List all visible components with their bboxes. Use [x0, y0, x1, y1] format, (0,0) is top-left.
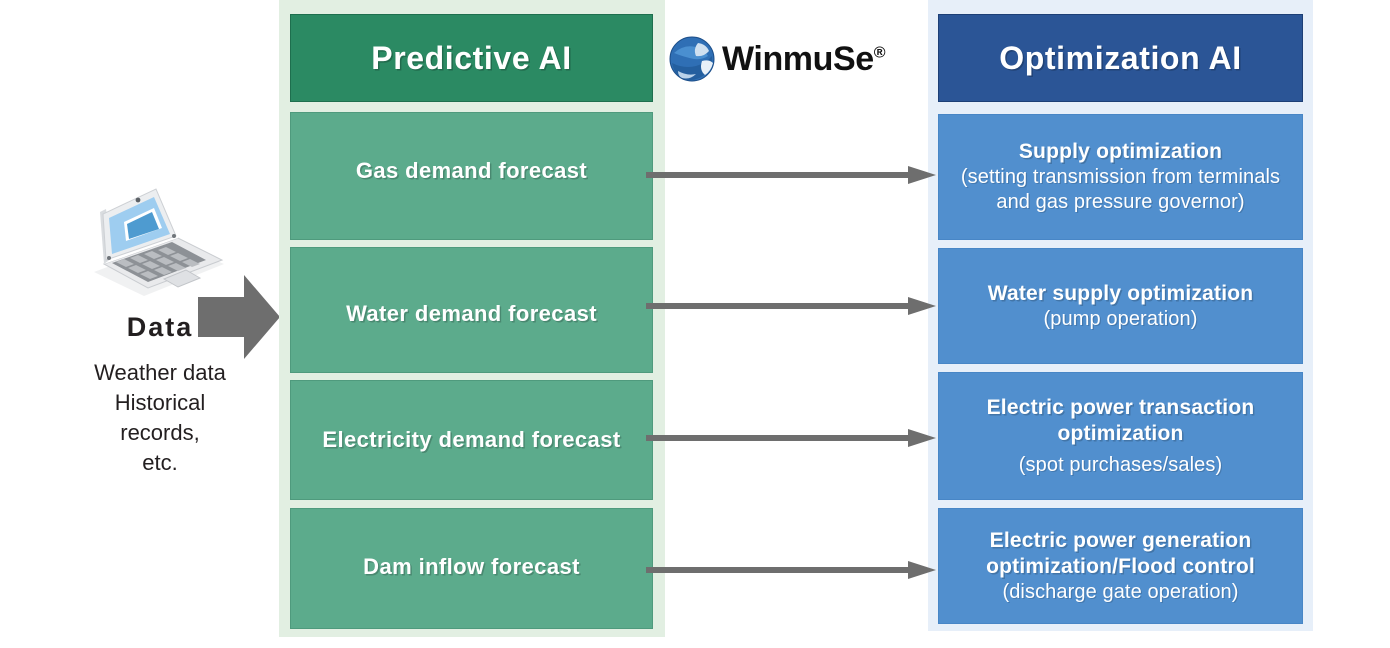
- optimization-box-supply-title: Supply optimization: [1018, 140, 1223, 163]
- optimization-box-power-transaction[interactable]: Electric power transaction optimization …: [938, 372, 1303, 500]
- optimization-box-power-transaction-title: Electric power transaction optimization: [986, 395, 1255, 445]
- winmuse-name: WinmuSe: [722, 39, 874, 78]
- arrow-water-to-watersupply: [646, 297, 936, 315]
- forecast-box-dam-label: Dam inflow forecast: [363, 554, 580, 579]
- optimization-box-water-supply-title: Water supply optimization: [987, 281, 1254, 305]
- forecast-box-gas-label: Gas demand forecast: [355, 158, 588, 183]
- optimization-box-water-supply-sub: (pump operation): [1043, 307, 1198, 330]
- optimization-box-power-transaction-sub: (spot purchases/sales): [1018, 453, 1223, 476]
- data-label: Data: [126, 312, 194, 342]
- arrow-electricity-to-transaction: [646, 429, 936, 447]
- arrow-gas-to-supply: [646, 166, 936, 184]
- laptop-icon: [94, 186, 224, 296]
- globe-icon: [669, 36, 715, 82]
- forecast-box-dam[interactable]: Dam inflow forecast: [290, 508, 653, 629]
- big-right-arrow-icon: [198, 275, 280, 359]
- forecast-box-gas[interactable]: Gas demand forecast: [290, 112, 653, 240]
- data-description-line: Weather data: [94, 360, 226, 385]
- data-description-line: records,: [120, 420, 200, 445]
- data-description-line: etc.: [142, 450, 178, 475]
- optimization-ai-header-label: Optimization AI: [999, 39, 1242, 76]
- optimization-box-supply[interactable]: Supply optimization (setting transmissio…: [938, 114, 1303, 240]
- optimization-box-water-supply[interactable]: Water supply optimization (pump operatio…: [938, 248, 1303, 364]
- winmuse-logo: WinmuSe®: [668, 28, 926, 90]
- forecast-box-water[interactable]: Water demand forecast: [290, 247, 653, 373]
- registered-trademark-symbol: ®: [873, 44, 886, 62]
- predictive-ai-header: Predictive AI: [290, 14, 653, 102]
- data-description: Weather data Historical records, etc.: [60, 358, 260, 478]
- arrow-dam-to-generation: [646, 561, 936, 579]
- forecast-box-water-label: Water demand forecast: [346, 301, 597, 326]
- forecast-box-electricity-label: Electricity demand forecast: [322, 427, 621, 452]
- optimization-box-power-generation-sub: (discharge gate operation): [1002, 580, 1239, 603]
- predictive-ai-header-label: Predictive AI: [371, 39, 572, 76]
- data-description-line: Historical: [114, 390, 206, 415]
- optimization-box-power-generation[interactable]: Electric power generation optimization/F…: [938, 508, 1303, 624]
- optimization-ai-header: Optimization AI: [938, 14, 1303, 102]
- data-source-group: Data Weather data Historical records, et…: [60, 180, 275, 510]
- winmuse-wordmark: WinmuSe®: [722, 39, 886, 79]
- forecast-box-electricity[interactable]: Electricity demand forecast: [290, 380, 653, 500]
- optimization-box-power-generation-title: Electric power generation optimization/F…: [986, 528, 1255, 578]
- optimization-box-supply-sub: (setting transmission from terminals and…: [960, 166, 1281, 213]
